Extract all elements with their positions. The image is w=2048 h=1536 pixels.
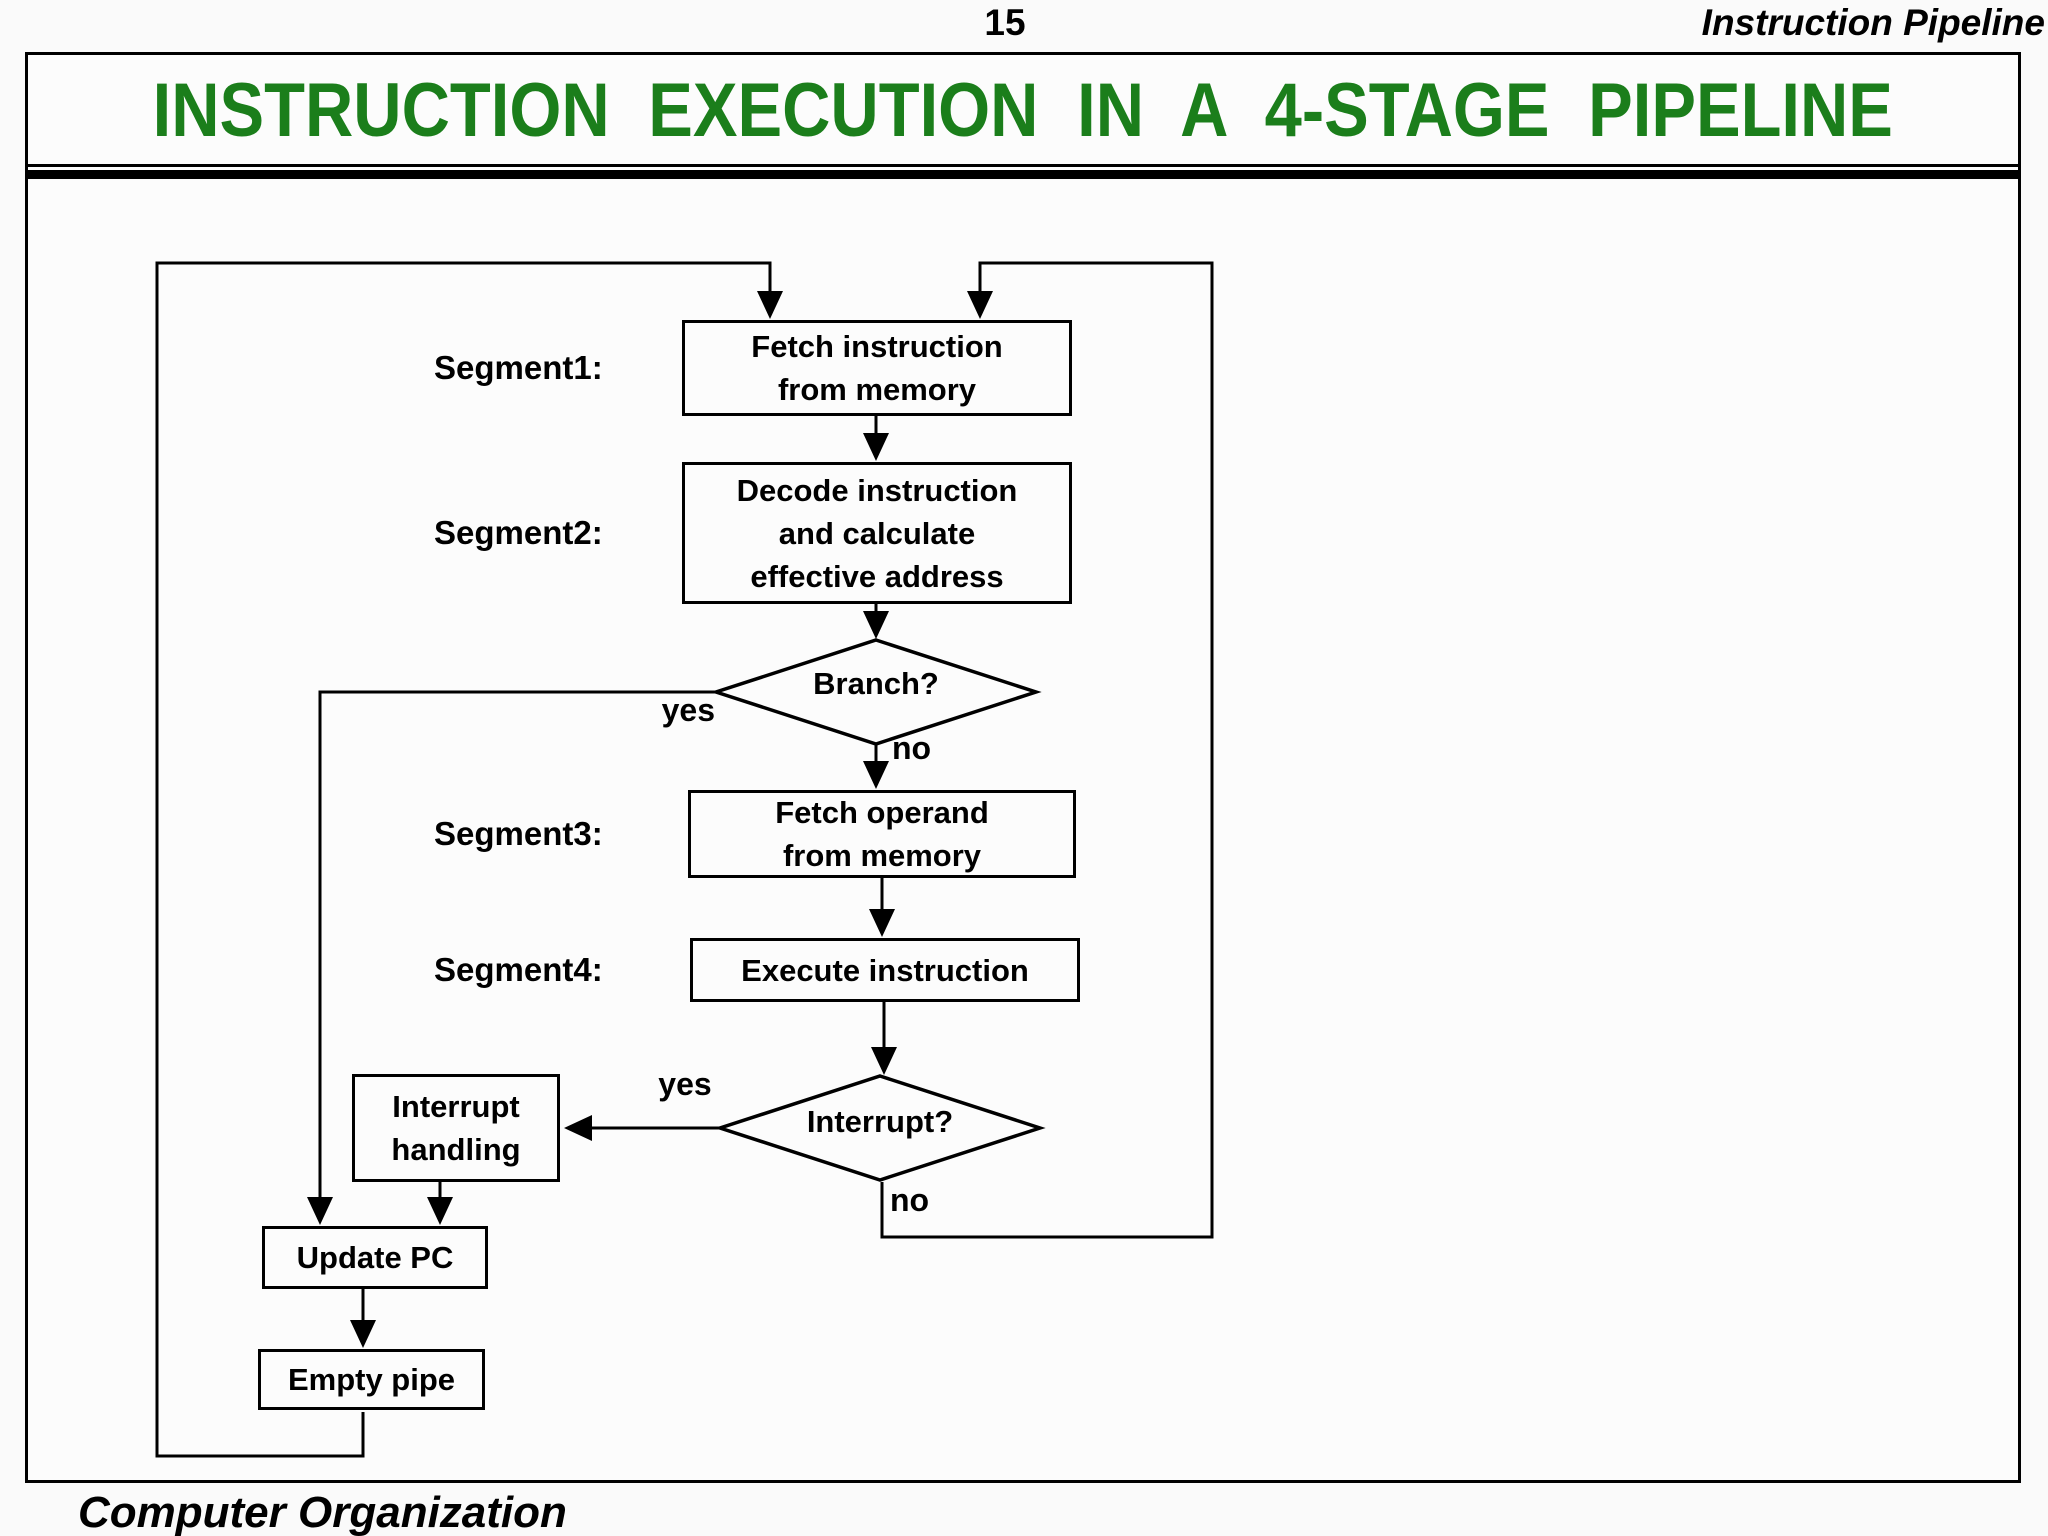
node-branch-label: Branch?: [813, 666, 939, 701]
node-fetch-operand: Fetch operand from memory: [688, 790, 1076, 878]
branch-yes-label: yes: [661, 692, 715, 728]
node-update-pc: Update PC: [262, 1226, 488, 1289]
node-interrupt-label: Interrupt?: [806, 1104, 954, 1139]
footer-course-name: Computer Organization: [78, 1488, 567, 1536]
header-topic: Instruction Pipeline: [1701, 2, 2045, 43]
node-interrupt-handling: Interrupt handling: [352, 1074, 560, 1182]
node-decode-instruction: Decode instruction and calculate effecti…: [682, 462, 1072, 604]
segment3-label: Segment3:: [434, 815, 603, 852]
branch-decision-diamond: [710, 638, 1042, 746]
interrupt-yes-label: yes: [658, 1066, 712, 1102]
title-rule-thin: [25, 164, 2021, 167]
slide-title: INSTRUCTION EXECUTION IN A 4-STAGE PIPEL…: [152, 67, 1894, 153]
interrupt-no-label: no: [890, 1182, 930, 1218]
interrupt-decision-diamond: [714, 1074, 1046, 1182]
node-fetch-instruction: Fetch instruction from memory: [682, 320, 1072, 416]
connector-lines: [155, 261, 1214, 1458]
branch-no-label: no: [892, 730, 932, 766]
title-rule-thick: [25, 170, 2021, 179]
segment4-label: Segment4:: [434, 951, 603, 988]
page-number: 15: [984, 2, 1026, 43]
segment1-label: Segment1:: [434, 349, 603, 386]
slide-frame: [25, 52, 2021, 1483]
segment2-label: Segment2:: [434, 514, 603, 551]
node-execute-instruction: Execute instruction: [690, 938, 1080, 1002]
node-empty-pipe: Empty pipe: [258, 1349, 485, 1410]
slide-title-wrap: INSTRUCTION EXECUTION IN A 4-STAGE PIPEL…: [25, 66, 2021, 154]
